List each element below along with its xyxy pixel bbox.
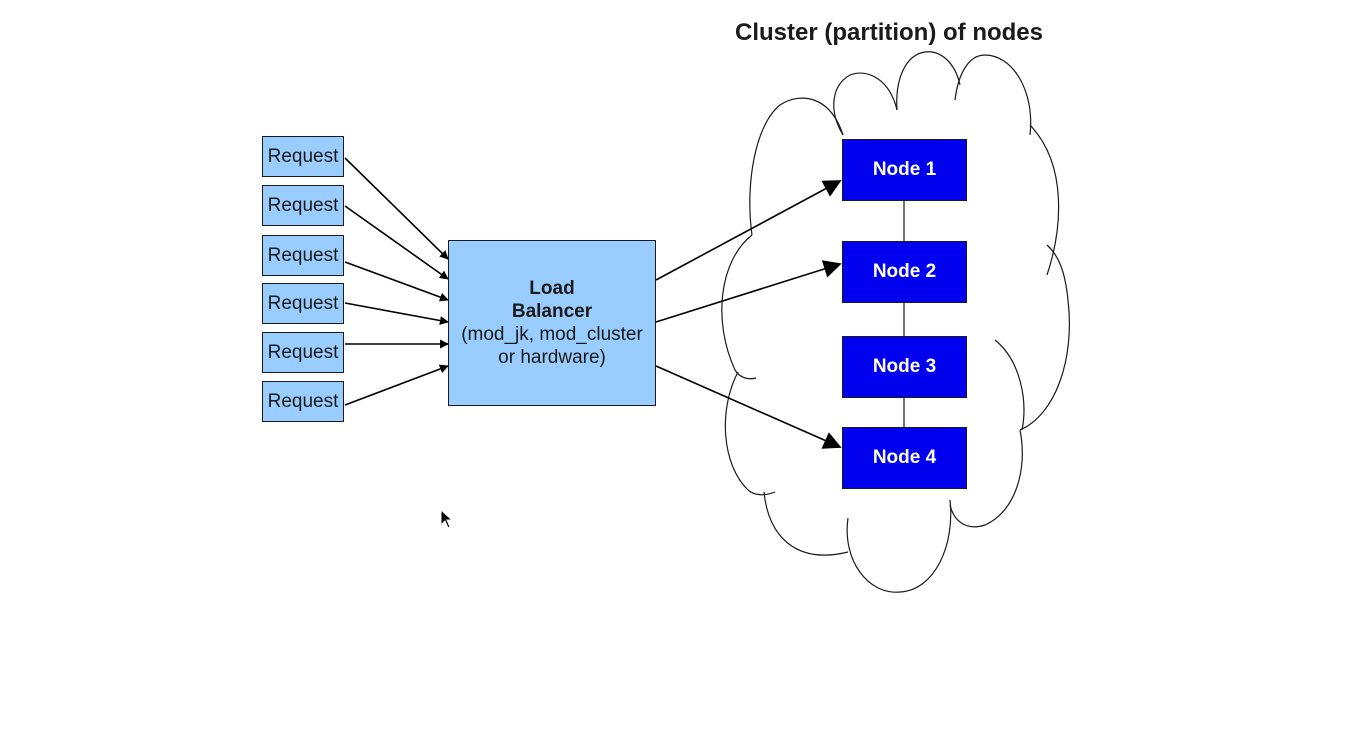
balancer-arrow-node-2: [655, 260, 842, 323]
request-arrow-3: [344, 261, 449, 302]
load-balancer-detail-line1: (mod_jk, mod_cluster: [461, 324, 643, 345]
diagram-title: Cluster (partition) of nodes: [735, 19, 1043, 46]
balancer-arrow-node-4: [655, 365, 842, 449]
request-box: Request: [262, 136, 344, 177]
load-balancer-detail-line2: or hardware): [498, 347, 606, 368]
node-box-3: Node 3: [842, 336, 967, 398]
request-arrow-6: [344, 364, 449, 406]
mouse-pointer-icon: [440, 509, 454, 529]
balancer-arrow-node-1: [655, 180, 842, 281]
request-box: Request: [262, 332, 344, 373]
node-box-1: Node 1: [842, 139, 967, 201]
request-box: Request: [262, 235, 344, 276]
request-box: Request: [262, 185, 344, 226]
load-balancer-box: Load Balancer (mod_jk, mod_cluster or ha…: [448, 240, 656, 406]
request-arrows: [344, 157, 449, 406]
node-box-4: Node 4: [842, 427, 967, 489]
node-box-2: Node 2: [842, 241, 967, 303]
request-box: Request: [262, 381, 344, 422]
request-arrow-1: [344, 157, 449, 260]
request-box: Request: [262, 283, 344, 324]
balancer-arrows: [655, 180, 842, 449]
request-arrow-4: [344, 302, 449, 325]
request-arrow-2: [344, 205, 449, 280]
load-balancer-title-line1: Load: [529, 278, 575, 299]
cluster-cloud: [721, 51, 1070, 593]
load-balancer-title-line2: Balancer: [511, 301, 593, 322]
